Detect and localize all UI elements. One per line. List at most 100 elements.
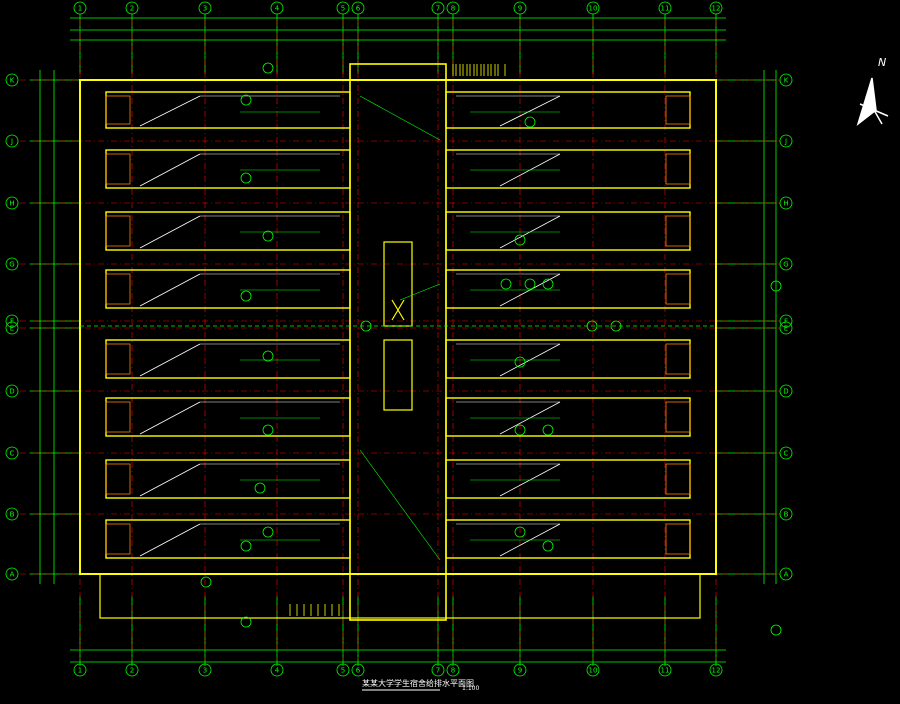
room-wall-left <box>105 519 351 559</box>
axis-bubble-label: 8 <box>451 667 455 675</box>
toilet-stall-right <box>665 95 691 125</box>
pipe-run-left <box>139 153 201 187</box>
leader-line <box>359 449 441 561</box>
fixture-marker <box>586 320 598 332</box>
fixture-marker <box>262 230 274 242</box>
axis-bubble-circle <box>270 1 284 15</box>
toilet-stall-right <box>665 463 691 495</box>
axis-bubble-label: 11 <box>661 5 670 13</box>
axis-bubble-circle <box>779 321 793 335</box>
pipe-run-left <box>139 215 201 249</box>
axis-bubble-circle <box>586 1 600 15</box>
room-wall-left <box>105 397 351 437</box>
axis-bubble-label: 3 <box>203 5 207 13</box>
fixture-marker <box>610 320 622 332</box>
axis-bubble-circle <box>779 567 793 581</box>
room-wall-left <box>105 459 351 499</box>
axis-bubble-label: 11 <box>661 667 670 675</box>
axis-bubble-label: H <box>9 200 14 208</box>
axis-bubble-circle <box>125 1 139 15</box>
fixture-marker <box>240 616 252 628</box>
axis-bubble-circle <box>446 663 460 677</box>
axis-bubble-circle <box>351 1 365 15</box>
axis-bubble-circle <box>73 663 87 677</box>
axis-bubble: G <box>5 257 19 271</box>
axis-bubble: 6 <box>351 1 365 15</box>
fixture-marker <box>240 172 252 184</box>
axis-bubble-circle <box>779 73 793 87</box>
axis-bubble-label: 6 <box>356 667 361 675</box>
pipe-run-left <box>139 343 201 377</box>
axis-bubble: B <box>5 507 19 521</box>
room-wall-left <box>105 339 351 379</box>
fixture-marker <box>254 482 266 494</box>
axis-bubble: A <box>5 567 19 581</box>
toilet-stall-right <box>665 273 691 305</box>
axis-bubble: 3 <box>198 1 212 15</box>
axis-bubble-label: 1 <box>78 5 82 13</box>
pipe-lines <box>80 95 716 561</box>
leader-line <box>399 283 441 301</box>
fixture-marker <box>262 424 274 436</box>
axis-bubble: 12 <box>709 663 723 677</box>
axis-bubble-circle <box>336 663 350 677</box>
axis-bubble-label: 4 <box>275 5 280 13</box>
fixture-marker <box>542 424 554 436</box>
axis-bubble: G <box>779 257 793 271</box>
axis-bubble-label: J <box>10 138 13 146</box>
axis-bubble-label: K <box>784 77 789 85</box>
axis-bubble-circle <box>431 663 445 677</box>
axis-bubble-circle <box>5 257 19 271</box>
axis-bubble-circle <box>198 663 212 677</box>
axis-bubble-circle <box>198 1 212 15</box>
axis-bubble: 12 <box>709 1 723 15</box>
axis-bubble-circle <box>709 1 723 15</box>
axis-bubble-label: C <box>10 450 15 458</box>
axis-bubble-circle <box>658 1 672 15</box>
axis-bubble-label: 12 <box>712 5 721 13</box>
axis-bubble-circle <box>431 1 445 15</box>
room-wall-right <box>445 397 691 437</box>
axis-bubble: 5 <box>336 1 350 15</box>
axis-bubble-circle <box>73 1 87 15</box>
axis-bubble: 10 <box>586 663 600 677</box>
axis-bubble-label: D <box>9 388 14 396</box>
axis-bubble-label: K <box>10 77 15 85</box>
axis-bubble-circle <box>125 663 139 677</box>
room-wall-right <box>445 339 691 379</box>
fixture-marker <box>514 234 526 246</box>
toilet-stall-right <box>665 215 691 247</box>
axis-bubble-circle <box>270 663 284 677</box>
axis-bubble: 8 <box>446 1 460 15</box>
toilet-stall-right <box>665 523 691 555</box>
axis-bubble: K <box>5 73 19 87</box>
axis-bubble-label: E <box>784 325 788 333</box>
shaft-lower <box>383 339 413 411</box>
axis-bubble-circle <box>5 567 19 581</box>
axis-bubble: 8 <box>446 663 460 677</box>
toilet-stall-left <box>105 401 131 433</box>
axis-bubble-circle <box>779 314 793 328</box>
shaft-upper <box>383 241 413 327</box>
axis-bubble-label: H <box>783 200 788 208</box>
fixture-marker <box>542 278 554 290</box>
fixture-marker <box>542 540 554 552</box>
axis-bubble-circle <box>709 663 723 677</box>
toilet-stall-left <box>105 273 131 305</box>
fixture-marker <box>262 526 274 538</box>
toilet-stall-left <box>105 463 131 495</box>
axis-bubble-circle <box>5 196 19 210</box>
fixture-marker <box>262 62 274 74</box>
axis-bubble: F <box>5 314 19 328</box>
room-wall-right <box>445 149 691 189</box>
axis-bubble-label: 9 <box>518 5 522 13</box>
fixture-marker <box>514 356 526 368</box>
axis-bubble: K <box>779 73 793 87</box>
axis-bubble: 2 <box>125 1 139 15</box>
axis-bubble: B <box>779 507 793 521</box>
room-wall-right <box>445 459 691 499</box>
axis-bubble-circle <box>446 1 460 15</box>
axis-bubble-label: 7 <box>436 667 440 675</box>
pipe-run-left <box>139 401 201 435</box>
